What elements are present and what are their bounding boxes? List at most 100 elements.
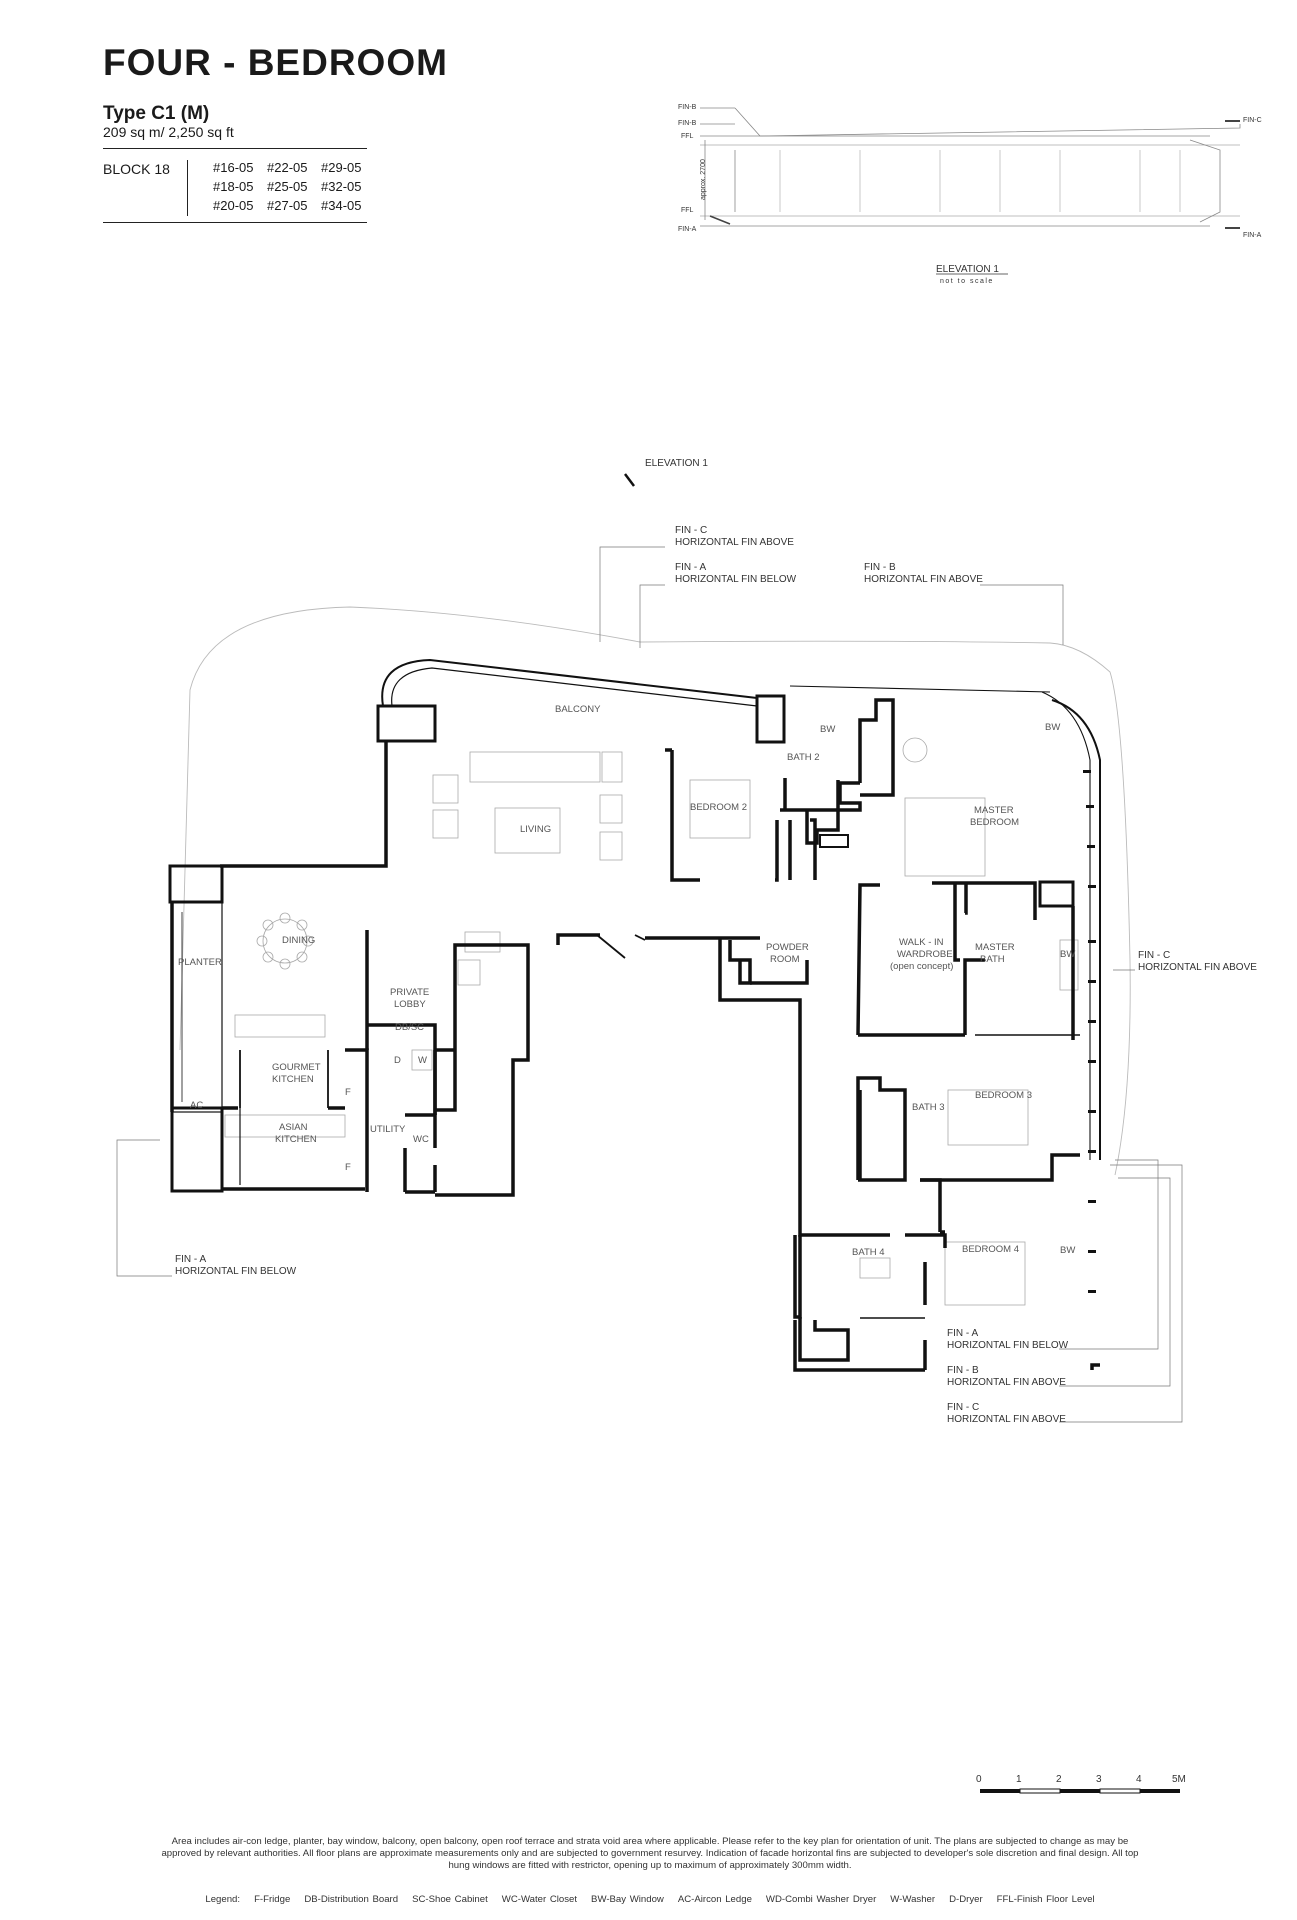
fin-marks — [1083, 770, 1096, 1293]
legend-item: FFL-Finish Floor Level — [996, 1894, 1095, 1905]
scale-tick: 0 — [976, 1774, 982, 1785]
scale-tick: 1 — [1016, 1774, 1022, 1785]
furniture — [224, 737, 1079, 1306]
legend-item: W-Washer — [890, 1894, 936, 1905]
room-private-lobby: PRIVATE — [390, 987, 429, 998]
note-line: approved by relevant authorities. All fl… — [161, 1848, 1139, 1859]
elevation-dimension: approx. 2700 — [700, 159, 707, 200]
callout-fin-name: FIN - B — [947, 1365, 979, 1376]
note-line: hung windows are fitted with restrictor,… — [448, 1860, 852, 1871]
room-private-lobby: LOBBY — [394, 999, 426, 1010]
room-planter: PLANTER — [178, 957, 222, 968]
unit-number: #29-05 — [321, 160, 362, 175]
legend-label: Legend: — [205, 1894, 241, 1905]
room-bedroom-2: BEDROOM 2 — [690, 802, 747, 813]
legend-item: D-Dryer — [949, 1894, 983, 1905]
scale-tick: 5M — [1172, 1774, 1186, 1785]
elevation-label: FIN-C — [1243, 117, 1262, 124]
page-title: FOUR - BEDROOM — [103, 42, 448, 83]
room-living: LIVING — [520, 824, 551, 835]
room-gourmet-kitchen: KITCHEN — [272, 1074, 314, 1085]
elevation-label: FIN-A — [1243, 232, 1262, 239]
legend-item: SC-Shoe Cabinet — [412, 1894, 488, 1905]
callout-fin-name: FIN - A — [175, 1254, 206, 1265]
block-label: BLOCK 18 — [103, 161, 170, 177]
room-walk-in-wardrobe: (open concept) — [890, 961, 953, 972]
elevation-drawing — [700, 107, 1241, 229]
fridge-label: F — [345, 1162, 351, 1173]
unit-area: 209 sq m/ 2,250 sq ft — [103, 124, 234, 140]
header-rule-bottom — [103, 222, 367, 223]
elevation-marker-label: ELEVATION 1 — [645, 458, 708, 469]
room-master-bath: BATH — [980, 954, 1005, 965]
room-wc: WC — [413, 1134, 429, 1145]
walls — [168, 658, 1101, 1372]
callout-fin-name: FIN - C — [947, 1402, 979, 1413]
unit-type: Type C1 (M) — [103, 103, 210, 124]
washer-label: W — [418, 1055, 427, 1066]
unit-number: #22-05 — [267, 160, 308, 175]
room-asian-kitchen: ASIAN — [279, 1122, 308, 1133]
bay-window-label: BW — [1060, 949, 1075, 960]
legend-item: BW-Bay Window — [591, 1894, 664, 1905]
scale-tick: 4 — [1136, 1774, 1142, 1785]
elevation-label: FIN-A — [678, 226, 697, 233]
bay-window-label: BW — [1060, 1245, 1075, 1256]
room-dining: DINING — [282, 935, 315, 946]
scale-tick: 2 — [1056, 1774, 1062, 1785]
legend-item: WD-Combi Washer Dryer — [765, 1894, 877, 1905]
unit-number: #16-05 — [213, 160, 254, 175]
unit-number: #20-05 — [213, 198, 254, 213]
unit-number: #18-05 — [213, 179, 254, 194]
legend-item: DB-Distribution Board — [304, 1894, 399, 1905]
scale-tick: 3 — [1096, 1774, 1102, 1785]
bay-window-label: BW — [1045, 722, 1060, 733]
callout-fin-name: FIN - B — [864, 562, 896, 573]
bay-window-label: BW — [820, 724, 835, 735]
room-walk-in-wardrobe: WALK - IN — [899, 937, 944, 948]
room-bath-2: BATH 2 — [787, 752, 820, 763]
room-ac: AC — [190, 1100, 203, 1111]
block-divider — [187, 160, 188, 216]
room-bath-4: BATH 4 — [852, 1247, 885, 1258]
header-rule-top — [103, 148, 367, 149]
scale-bar — [980, 1788, 1180, 1794]
room-master-bath: MASTER — [975, 942, 1015, 953]
callout-fin-desc: HORIZONTAL FIN ABOVE — [864, 574, 983, 585]
room-asian-kitchen: KITCHEN — [275, 1134, 317, 1145]
room-powder: POWDER — [766, 942, 809, 953]
callout-fin-desc: HORIZONTAL FIN BELOW — [675, 574, 797, 585]
elevation-label: FFL — [681, 207, 694, 214]
room-powder: ROOM — [770, 954, 800, 965]
callout-fin-desc: HORIZONTAL FIN BELOW — [947, 1340, 1069, 1351]
room-utility: UTILITY — [370, 1124, 406, 1135]
callout-fin-desc: HORIZONTAL FIN ABOVE — [947, 1414, 1066, 1425]
callout-fin-desc: HORIZONTAL FIN ABOVE — [947, 1377, 1066, 1388]
elevation-label: FFL — [681, 133, 694, 140]
unit-number: #34-05 — [321, 198, 362, 213]
elevation-title: ELEVATION 1 — [936, 264, 999, 275]
callout-fin-name: FIN - C — [1138, 950, 1170, 961]
room-master-bedroom: MASTER — [974, 805, 1014, 816]
callout-fin-name: FIN - A — [947, 1328, 978, 1339]
callout-fin-name: FIN - A — [675, 562, 706, 573]
room-walk-in-wardrobe: WARDROBE — [897, 949, 953, 960]
room-balcony: BALCONY — [555, 704, 601, 715]
fridge-label: F — [345, 1087, 351, 1098]
unit-number: #32-05 — [321, 179, 362, 194]
room-bath-3: BATH 3 — [912, 1102, 945, 1113]
elevation-label: FIN-B — [678, 104, 697, 111]
unit-number: #25-05 — [267, 179, 308, 194]
callout-fin-name: FIN - C — [675, 525, 707, 536]
dryer-label: D — [394, 1055, 401, 1066]
room-bedroom-4: BEDROOM 4 — [962, 1244, 1019, 1255]
unit-number: #27-05 — [267, 198, 308, 213]
legend-item: AC-Aircon Ledge — [677, 1894, 752, 1905]
disclaimer-notes: Area includes air-con ledge, planter, ba… — [60, 1836, 1240, 1872]
room-db-sc: DB/SC — [395, 1022, 424, 1033]
unit-list: #16-05 #22-05 #29-05 #18-05 #25-05 #32-0… — [213, 159, 375, 215]
elevation-label: FIN-B — [678, 120, 697, 127]
callout-fin-desc: HORIZONTAL FIN ABOVE — [675, 537, 794, 548]
room-gourmet-kitchen: GOURMET — [272, 1062, 321, 1073]
